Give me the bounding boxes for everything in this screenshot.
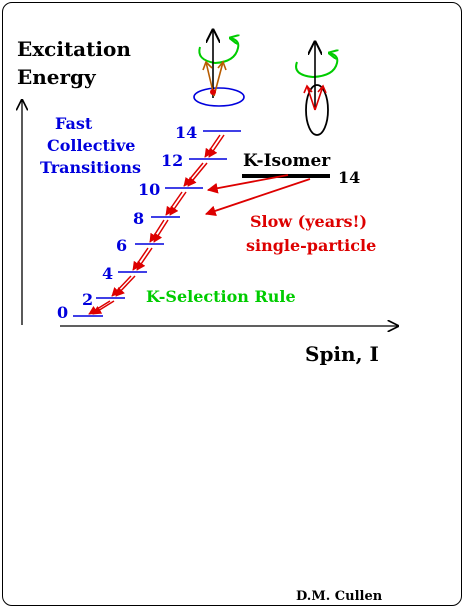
- y-axis-label-line1: Excitation: [17, 37, 131, 61]
- single-particle-rotation-arrow-icon: [295, 53, 337, 79]
- oblate-disk: [193, 87, 245, 107]
- transition-4-2-b: [115, 275, 136, 297]
- slow-label-line2: single-particle: [246, 236, 376, 255]
- nucleon-spin-head-a: [202, 60, 213, 71]
- transition-12-10-b: [187, 162, 208, 187]
- slow-label-line1: Slow (years!): [250, 212, 367, 231]
- isomer-label: K-Isomer: [243, 151, 331, 171]
- aligned-spin-head-a: [303, 84, 313, 94]
- k-selection-rule-label: K-Selection Rule: [146, 287, 296, 306]
- level-label-8: 8: [133, 209, 144, 228]
- aligned-spin-arrow-b: [314, 85, 324, 111]
- author-credit: D.M. Cullen: [296, 589, 383, 604]
- fast-label-line1: Fast: [55, 114, 93, 133]
- collective-rotation-sketch: [193, 30, 245, 107]
- level-label-6: 6: [116, 236, 127, 255]
- transition-2-0-b: [92, 300, 115, 315]
- transition-14-12-a: [204, 134, 221, 158]
- transition-10-8-a: [165, 191, 183, 216]
- transition-8-6-b: [153, 219, 169, 243]
- level-label-12: 12: [161, 151, 183, 170]
- level-label-14: 14: [175, 123, 197, 142]
- single-particle-sketch: [295, 42, 337, 136]
- transition-4-2-a: [111, 275, 132, 297]
- transition-6-4-b: [136, 247, 153, 271]
- transition-6-4-a: [132, 247, 149, 271]
- nucleon-dot: [210, 89, 216, 95]
- aligned-spin-head-b: [317, 84, 327, 94]
- transition-14-12-b: [208, 134, 225, 158]
- transition-12-10-a: [183, 162, 204, 187]
- fast-label-line3: Transitions: [40, 158, 141, 177]
- aligned-spin-arrow-a: [306, 85, 316, 111]
- isomer-decay-to-10: [206, 174, 289, 194]
- prolate-shape: [305, 84, 329, 136]
- level-label-2: 2: [82, 290, 93, 309]
- nucleon-spin-arrow-b: [213, 61, 224, 97]
- collective-rotation-arrow-icon: [198, 38, 238, 65]
- transition-8-6-a: [149, 219, 165, 243]
- y-axis-label-line2: Energy: [17, 65, 97, 89]
- level-label-10: 10: [138, 180, 160, 199]
- level-label-4: 4: [102, 264, 113, 283]
- figure-frame: [2, 2, 462, 606]
- x-axis-label: Spin, I: [305, 342, 379, 366]
- isomer-decay-to-8: [204, 178, 311, 217]
- isomer-spin-label: 14: [338, 168, 360, 187]
- fast-label-line2: Collective: [47, 136, 135, 155]
- level-label-0: 0: [57, 303, 68, 322]
- nucleon-spin-head-b: [217, 60, 227, 71]
- transition-10-8-b: [169, 191, 187, 216]
